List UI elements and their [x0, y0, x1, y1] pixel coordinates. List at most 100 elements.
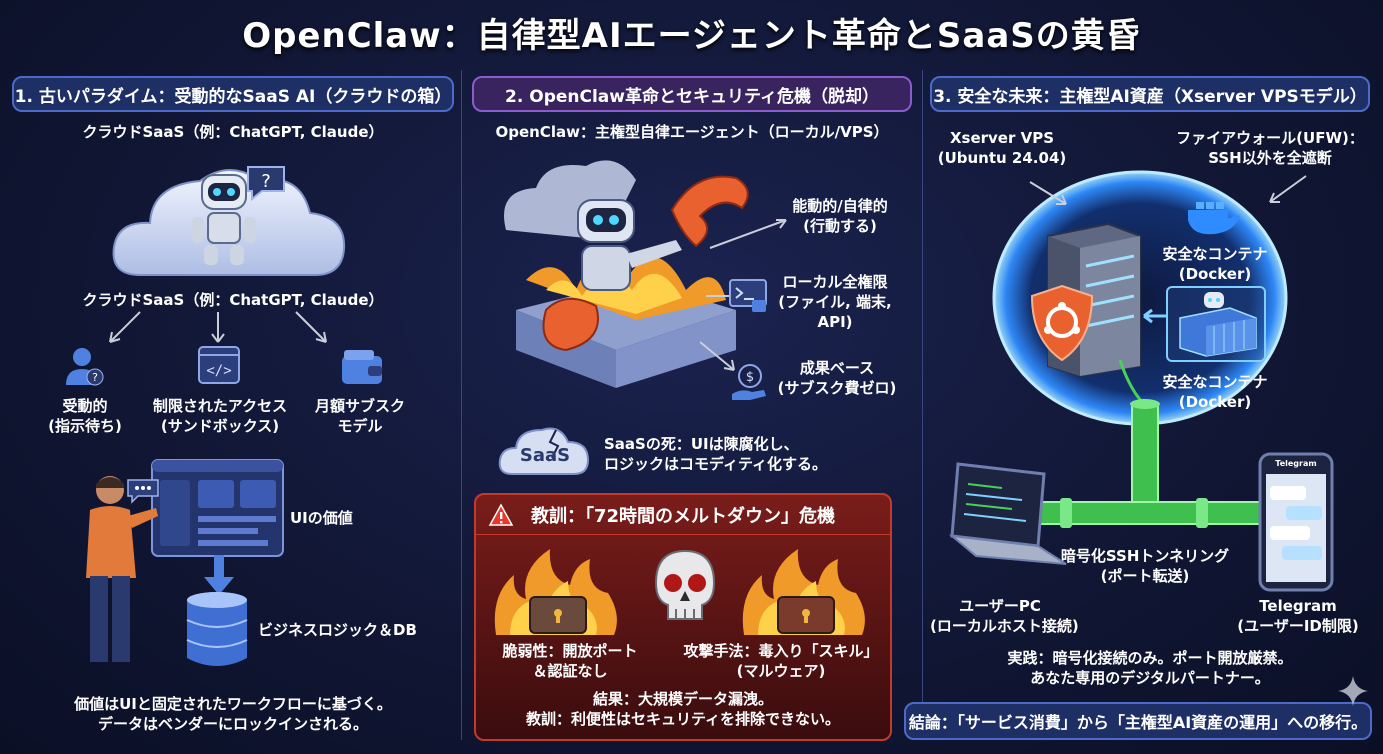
- tunnel-label-line2: (ポート転送): [1100, 567, 1190, 585]
- saas-badge: SaaS: [519, 445, 571, 466]
- branch-arrows: [109, 311, 327, 343]
- feature-local-access: ローカル全権限 (ファイル, 端末, API): [770, 272, 900, 332]
- saas-death-line1: SaaSの死：UIは陳腐化し、: [604, 435, 799, 453]
- terminal-icon: [729, 279, 767, 312]
- branch-passive: 受動的 (指示待ち): [30, 396, 140, 436]
- container-link-arrow: [1143, 308, 1168, 324]
- fire-wallet-icon: [494, 549, 617, 635]
- cloud-label: クラウドSaaS（例：ChatGPT, Claude）: [82, 291, 384, 309]
- feature-autonomous-line1: 能動的/自律的: [792, 197, 888, 215]
- section1-summary-line1: 価値はUIと固定されたワークフローに基づく。: [74, 695, 392, 713]
- feature-outcome-line1: 成果ベース: [799, 359, 875, 377]
- feature-local-access-line1: ローカル全権限: [782, 273, 888, 291]
- firewall-label: ファイアウォール(UFW)： SSH以外を全遮断: [1170, 128, 1370, 168]
- practice-text-line2: あなた専用のデジタルパートナー。: [1030, 669, 1270, 687]
- saas-death-line2: ロジックはコモディティ化する。: [604, 455, 828, 473]
- user-question-icon: ?: [66, 348, 104, 386]
- user-pc-label: ユーザーPC (ローカルホスト接続): [930, 596, 1079, 636]
- feature-local-access-line3: API): [817, 313, 853, 331]
- svg-text:$: $: [746, 370, 754, 385]
- svg-text:</>: </>: [206, 363, 231, 379]
- svg-text:?: ?: [92, 371, 98, 384]
- warning-icon: [488, 503, 514, 526]
- sparkle-icon: [1338, 676, 1368, 706]
- telegram-label-line2: (ユーザーID制限): [1237, 617, 1359, 635]
- container-icon: [1179, 292, 1257, 357]
- phone-header: Telegram: [1275, 459, 1317, 468]
- tunnel-label: 暗号化SSHトンネリング (ポート転送): [1060, 546, 1230, 586]
- practice-text: 実践：暗号化接続のみ。ポート開放厳禁。 あなた専用のデジタルパートナー。: [930, 648, 1370, 688]
- robot-icon: [192, 174, 256, 265]
- firewall-pointer: [1269, 175, 1307, 203]
- practice-text-line1: 実践：暗号化接続のみ。ポート開放厳禁。: [1007, 649, 1293, 667]
- section2-heading: 2. OpenClaw革命とセキュリティ危機（脱却）: [472, 76, 912, 112]
- telegram-label-line1: Telegram: [1259, 597, 1337, 615]
- broken-saas-cloud-icon: [498, 427, 590, 475]
- vps-label: Xserver VPS (Ubuntu 24.04): [932, 128, 1072, 168]
- section2-subheading: OpenClaw：主権型自律エージェント（ローカル/VPS）: [495, 123, 889, 141]
- ui-value-label: UIの価値: [290, 509, 353, 527]
- money-hand-icon: $: [732, 364, 766, 400]
- section1-summary-line2: データはベンダーにロックインされる。: [97, 715, 368, 733]
- section1-heading: 1. 古いパラダイム：受動的なSaaS AI（クラウドの箱）: [12, 76, 454, 112]
- docker-whale-icon: [1188, 202, 1240, 235]
- down-arrow-icon: [204, 555, 234, 595]
- saas-death: SaaSの死：UIは陳腐化し、 ロジックはコモディティ化する。: [604, 434, 854, 474]
- container2-label: 安全なコンテナ (Docker): [1150, 372, 1280, 412]
- section1-subheading: クラウドSaaS（例：ChatGPT, Claude）: [82, 123, 384, 141]
- vps-label-line1: Xserver VPS: [949, 129, 1055, 147]
- feature-outcome-line2: (サブスク費ゼロ): [777, 379, 897, 397]
- ui-window-icon: [151, 459, 284, 557]
- svg-text:?: ?: [261, 171, 271, 192]
- user-pc-label-line1: ユーザーPC: [959, 597, 1041, 615]
- firewall-label-line2: SSH以外を全遮断: [1208, 149, 1332, 167]
- business-logic-label: ビジネスロジック＆DB: [258, 621, 417, 639]
- code-window-icon: </>: [198, 346, 240, 384]
- lesson-result: 結果：大規模データ漏洩。: [592, 690, 773, 708]
- firewall-label-line1: ファイアウォール(UFW)：: [1176, 129, 1364, 147]
- feature-outcome: 成果ベース (サブスク費ゼロ): [772, 358, 902, 398]
- lesson-moral: 教訓：利便性はセキュリティを排除できない。: [525, 710, 841, 728]
- lesson-heading: 教訓：「72時間のメルトダウン」危機: [530, 505, 836, 527]
- container2-label-line1: 安全なコンテナ: [1162, 373, 1268, 391]
- container1-label-line1: 安全なコンテナ: [1162, 245, 1268, 263]
- container1-label: 安全なコンテナ (Docker): [1150, 244, 1280, 284]
- branch-subscription-line2: モデル: [337, 417, 383, 435]
- laptop-icon: [948, 462, 1067, 565]
- wallet-icon: [342, 350, 382, 384]
- section1-summary: 価値はUIと固定されたワークフローに基づく。 データはベンダーにロックインされる…: [12, 694, 454, 734]
- question-bubble-icon: ?: [247, 166, 285, 202]
- section3-heading: 3. 安全な未来：主権型AI資産（Xserver VPSモデル）: [930, 76, 1370, 112]
- shield-ubuntu-icon: [1030, 284, 1094, 362]
- branch-restricted: 制限されたアクセス (サンドボックス): [140, 396, 300, 436]
- vps-label-line2: (Ubuntu 24.04): [937, 149, 1067, 167]
- ssh-tunnel-pipe: [1118, 360, 1160, 509]
- tunnel-label-line1: 暗号化SSHトンネリング: [1060, 547, 1230, 565]
- lesson-attack: 攻撃手法：毒入り「スキル」 (マルウェア): [676, 641, 886, 681]
- branch-passive-line1: 受動的: [62, 397, 108, 415]
- branch-restricted-line1: 制限されたアクセス: [152, 397, 288, 415]
- lesson-vulnerability-line1: 脆弱性：開放ポート: [502, 642, 638, 660]
- section-divider: [922, 70, 923, 740]
- branch-passive-line2: (指示待ち): [48, 417, 122, 435]
- lesson-vulnerability: 脆弱性：開放ポート ＆認証なし: [480, 641, 660, 681]
- branch-restricted-line2: (サンドボックス): [160, 417, 280, 435]
- feature-autonomous: 能動的/自律的 (行動する): [770, 196, 910, 236]
- fire-wallet-icon: [742, 549, 865, 635]
- person-icon: [86, 476, 158, 662]
- skull-icon: [654, 549, 716, 620]
- telegram-label: Telegram (ユーザーID制限): [1228, 596, 1368, 636]
- branch-subscription-line1: 月額サブスク: [314, 397, 405, 415]
- feature-autonomous-line2: (行動する): [803, 217, 877, 235]
- phone-icon: [1258, 452, 1334, 592]
- vps-pointer: [1029, 181, 1067, 205]
- lesson-attack-line2: (マルウェア): [736, 662, 826, 680]
- lesson-vulnerability-line2: ＆認証なし: [532, 662, 608, 680]
- lesson-attack-line1: 攻撃手法：毒入り「スキル」: [683, 642, 879, 660]
- lesson-header: 教訓：「72時間のメルトダウン」危機: [476, 495, 890, 535]
- user-pc-label-line2: (ローカルホスト接続): [930, 617, 1079, 635]
- container2-label-line2: (Docker): [1178, 393, 1252, 411]
- breakout-robot-illustration: [504, 160, 749, 388]
- chat-bubble-icon: [127, 479, 159, 504]
- page-title: OpenClaw：自律型AIエージェント革命とSaaSの黄昏: [242, 16, 1141, 56]
